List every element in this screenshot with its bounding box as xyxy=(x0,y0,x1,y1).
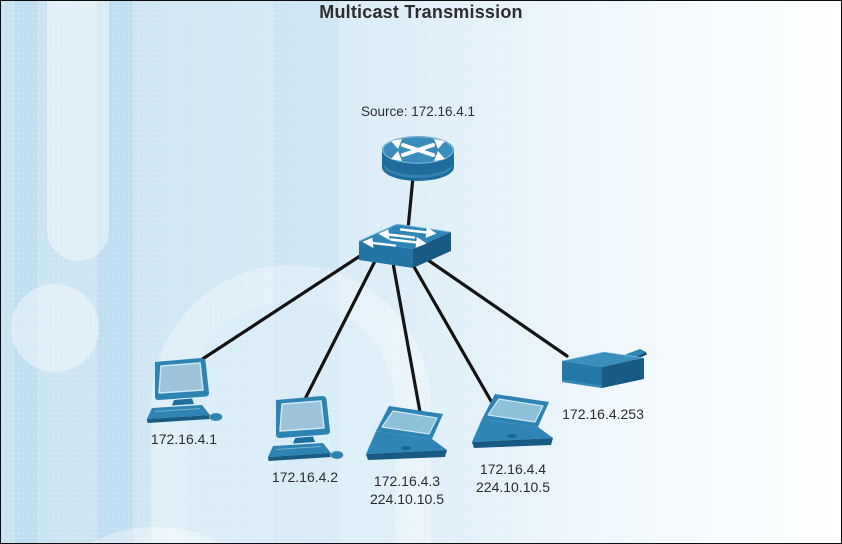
source-address-label: Source: 172.16.4.1 xyxy=(360,104,476,119)
laptop2-label: 172.16.4.4 xyxy=(479,461,547,477)
printer-label: 172.16.4.253 xyxy=(562,406,644,422)
laptop1-multicast-group: 224.10.10.5 xyxy=(370,491,444,507)
router-node xyxy=(380,134,456,186)
pc2-node: 172.16.4.2 xyxy=(263,393,347,486)
link-switch-pc2 xyxy=(303,259,377,401)
printer-node: 172.16.4.253 xyxy=(557,346,649,423)
pc1-label: 172.16.4.1 xyxy=(150,431,218,447)
router-icon xyxy=(380,134,456,186)
pc1-node: 172.16.4.1 xyxy=(142,355,226,448)
laptop-icon xyxy=(469,393,557,455)
link-switch-printer xyxy=(423,256,569,358)
laptop2-multicast-group: 224.10.10.5 xyxy=(476,479,550,495)
link-switch-laptop2 xyxy=(411,263,493,403)
laptop-icon xyxy=(363,405,451,467)
page-title: Multicast Transmission xyxy=(319,2,523,22)
switch-node xyxy=(355,220,455,270)
link-switch-pc1 xyxy=(199,252,365,362)
laptop2-node: 172.16.4.4 224.10.10.5 xyxy=(469,393,557,496)
pc2-label: 172.16.4.2 xyxy=(271,469,339,485)
printer-icon xyxy=(557,346,649,400)
laptop1-node: 172.16.4.3 224.10.10.5 xyxy=(363,405,451,508)
link-switch-laptop1 xyxy=(391,261,422,414)
desktop-pc-icon xyxy=(142,355,226,425)
laptop1-label: 172.16.4.3 xyxy=(373,473,441,489)
link-router-switch xyxy=(406,175,415,231)
desktop-pc-icon xyxy=(263,393,347,463)
switch-icon xyxy=(355,220,455,270)
